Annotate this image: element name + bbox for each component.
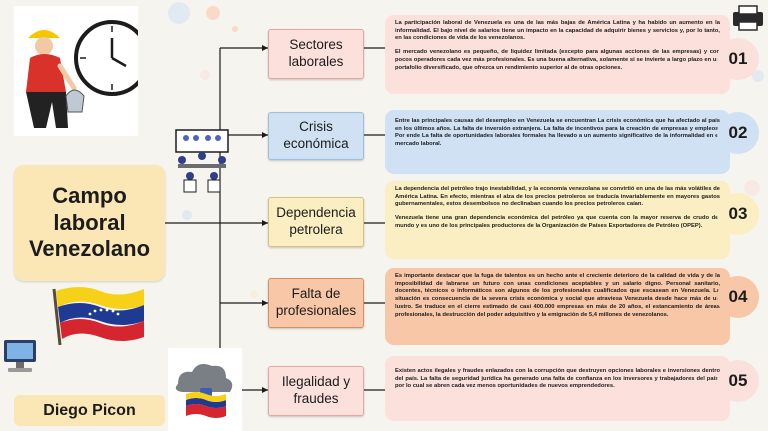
worker-clock-icon bbox=[14, 6, 150, 136]
printer-icon bbox=[729, 2, 767, 32]
topic-paragraph: Venezuela tiene una gran dependencia eco… bbox=[395, 215, 720, 229]
topic-description-04: Es importante destacar que la fuga de ta… bbox=[385, 268, 730, 345]
topic-paragraph: El mercado venezolano es pequeño, de liq… bbox=[395, 49, 720, 71]
topic-description-01: La participación laboral de Venezuela es… bbox=[385, 15, 730, 94]
topic-paragraph: Entre las principales causas del desempl… bbox=[395, 118, 720, 148]
topic-label-falta-de-profesionales: Falta de profesionales bbox=[268, 278, 364, 328]
topic-paragraph: La participación laboral de Venezuela es… bbox=[395, 20, 720, 42]
topic-description-02: Entre las principales causas del desempl… bbox=[385, 110, 730, 174]
topic-paragraph: Es importante destacar que la fuga de ta… bbox=[395, 273, 720, 318]
decor-dot bbox=[752, 70, 764, 82]
topic-number-01: 01 bbox=[717, 38, 759, 80]
decor-dot bbox=[200, 70, 210, 80]
topic-description-05: Existen actos ilegales y fraudes enlazad… bbox=[385, 356, 730, 421]
topic-paragraph: Existen actos ilegales y fraudes enlazad… bbox=[395, 368, 720, 390]
topic-label-ilegalidad-y-fraudes: Ilegalidad y fraudes bbox=[268, 366, 364, 416]
decor-dot bbox=[744, 180, 760, 196]
decor-dot bbox=[250, 290, 258, 298]
topic-number-05: 05 bbox=[717, 360, 759, 402]
topic-number-04: 04 bbox=[717, 276, 759, 318]
venezuela-flag-icon bbox=[46, 285, 146, 347]
topic-number-02: 02 bbox=[717, 112, 759, 154]
topic-label-dependencia-petrolera: Dependencia petrolera bbox=[268, 197, 364, 247]
topic-paragraph: La dependencia del petróleo trajo inesta… bbox=[395, 186, 720, 208]
oil-cloud-icon bbox=[168, 348, 242, 431]
topic-label-sectores-laborales: Sectores laborales bbox=[268, 29, 364, 79]
computer-icon bbox=[0, 336, 40, 376]
decor-dot bbox=[182, 210, 192, 220]
decor-dot bbox=[232, 26, 238, 32]
topic-label-crisis-economica: Crisis económica bbox=[268, 112, 364, 160]
meeting-people-icon bbox=[170, 128, 234, 194]
decor-dot bbox=[206, 6, 220, 20]
main-title: Campo laboral Venezolano bbox=[14, 165, 165, 281]
topic-number-03: 03 bbox=[717, 193, 759, 235]
author-name: Diego Picon bbox=[14, 395, 165, 426]
decor-dot bbox=[168, 2, 190, 24]
topic-description-03: La dependencia del petróleo trajo inesta… bbox=[385, 181, 730, 259]
